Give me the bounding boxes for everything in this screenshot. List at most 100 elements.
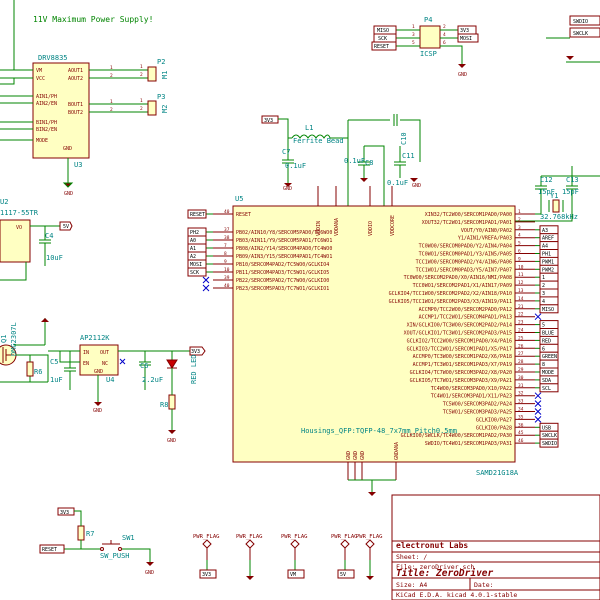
title-date: Date: bbox=[474, 581, 494, 589]
u5-right-pin-name: XIN32/TC2WO0/SERCOM1PAD0/PA00 bbox=[425, 212, 512, 218]
p4-label-reset: RESET bbox=[371, 41, 397, 51]
title-block: electronut Labs Sheet: / File: zeroDrive… bbox=[391, 494, 600, 600]
u5-left-pin-num: 8 bbox=[224, 251, 227, 257]
pwr-flag-5[interactable]: PWR_FLAG bbox=[356, 534, 383, 580]
p2-pin1: 1 bbox=[140, 64, 143, 70]
capacitor-c7[interactable]: C7 0.1uF GND bbox=[282, 148, 306, 192]
svg-text:RED: RED bbox=[542, 338, 551, 344]
svg-text:A3: A3 bbox=[542, 228, 548, 234]
resistor-r6[interactable]: R6 bbox=[26, 361, 42, 377]
p4-icsp-header[interactable]: P4 ICSP 1 3 5 2 4 6 bbox=[396, 16, 463, 64]
u5-footprint: Housings_QFP:TQFP-48_7x7mm_Pitch0.5mm bbox=[301, 427, 457, 435]
title-kicad: KiCad E.D.A. kicad 4.0.1-stable bbox=[396, 591, 517, 599]
svg-text:GND: GND bbox=[283, 186, 292, 192]
u5-gnd-pin: GND bbox=[353, 451, 359, 460]
p2-connector[interactable]: P2 M1 1 2 bbox=[89, 58, 169, 82]
svg-text:0.1uF: 0.1uF bbox=[387, 179, 408, 187]
u5-right-pin-num: 11 bbox=[518, 272, 524, 278]
svg-text:MODE: MODE bbox=[542, 370, 554, 376]
svg-text:1: 1 bbox=[542, 275, 545, 281]
mosfet-q1[interactable]: Q1 DMG2307L bbox=[0, 322, 18, 366]
u5-right-pin-num: 5 bbox=[518, 241, 521, 247]
u5-left-pin-num: 40 bbox=[224, 209, 230, 215]
net-5v-label: 5V bbox=[59, 221, 73, 231]
resistor-r7[interactable]: R7 bbox=[77, 525, 94, 541]
u5-left-pin-name: RESET bbox=[236, 212, 251, 218]
net-label-6: 6 bbox=[539, 343, 559, 353]
u5-right-pin-name: XOUT/GCLKIO1/TC3WO1/SERCOM2PAD3/PA15 bbox=[404, 331, 512, 337]
capacitor-c12[interactable]: C12 15pF bbox=[535, 176, 555, 206]
svg-text:AREF: AREF bbox=[542, 236, 554, 242]
pushbutton-sw1[interactable]: SW1 SW_PUSH bbox=[100, 534, 135, 560]
pwr-flag-2[interactable]: PWR_FLAG bbox=[236, 534, 263, 580]
u5-right-pin-num: 12 bbox=[518, 280, 524, 286]
svg-text:3: 3 bbox=[542, 291, 545, 297]
u5-right-pin-num: 24 bbox=[518, 328, 524, 334]
p4-label-3v3: 3V3 bbox=[457, 25, 477, 35]
u5-right-pin-name: GCLKIO2/TCC2WO0/SERCOM1PAD0/X4/PA16 bbox=[407, 338, 512, 344]
pwr-flag-label: PWR_FLAG bbox=[193, 534, 220, 540]
svg-text:R8: R8 bbox=[160, 401, 168, 409]
u5-right-pin-name: ACCMP1/TCC2WO1/SERCOM4PAD1/PA13 bbox=[419, 315, 512, 321]
svg-text:SDA: SDA bbox=[542, 378, 551, 384]
net-label-scl: SCL bbox=[539, 383, 559, 393]
svg-text:RED LED: RED LED bbox=[190, 354, 198, 384]
svg-text:IN: IN bbox=[83, 350, 89, 356]
warning-note: 11V Maximum Power Supply! bbox=[33, 15, 153, 24]
drv8835-chip[interactable]: DRV8835 U3 GND VMVCCAIN1/PHAIN2/ENBIN1/P… bbox=[32, 54, 113, 169]
net-label-1: 1 bbox=[539, 272, 559, 282]
u5-right-pin-num: 36 bbox=[518, 422, 524, 428]
capacitor-c13[interactable]: C13 15pF bbox=[562, 176, 579, 206]
p3-body bbox=[147, 100, 157, 116]
crystal-y1[interactable]: Y1 32.768kHz bbox=[540, 192, 578, 221]
svg-text:USB: USB bbox=[542, 425, 551, 431]
net-label-reset: RESET bbox=[187, 209, 207, 219]
svg-text:3V3: 3V3 bbox=[264, 118, 273, 124]
svg-text:C12: C12 bbox=[540, 176, 553, 184]
capacitor-c11[interactable]: 0.1uF C11 GND bbox=[387, 152, 421, 189]
ldo-u4[interactable]: AP2112K U4 IN OUT EN NC GND bbox=[79, 334, 119, 384]
svg-text:MISO: MISO bbox=[377, 28, 389, 34]
drv-pin-num: 2 bbox=[110, 107, 113, 113]
svg-text:5V: 5V bbox=[63, 224, 69, 230]
u5-right-pin-name: GCLKIO0/PA27 bbox=[476, 417, 512, 423]
svg-text:MISO: MISO bbox=[542, 307, 554, 313]
net-label-green: GREEN bbox=[539, 351, 559, 361]
u5-right-pin-name: TC4WO1/SERCOM3PAD1/X11/PA23 bbox=[431, 394, 512, 400]
capacitor-c5[interactable]: C5 1uF bbox=[50, 358, 76, 390]
p2-side: M1 bbox=[161, 71, 169, 79]
u5-left-pin-name: PB09/AIN3/Y15/SERCOM4PAD1/TC4WO1 bbox=[236, 254, 332, 260]
u5-right-pin-name: TCC1WO1/SERCOM0PAD3/Y5/AIN7/PA07 bbox=[416, 267, 512, 273]
resistor-r8[interactable]: R8 bbox=[160, 394, 176, 410]
p3-connector[interactable]: P3 M2 1 2 bbox=[89, 93, 169, 116]
svg-text:U4: U4 bbox=[106, 376, 114, 384]
svg-text:Y1: Y1 bbox=[550, 192, 558, 200]
drv-pin-num: 2 bbox=[110, 73, 113, 79]
svg-text:VM: VM bbox=[290, 572, 296, 578]
capacitor-c6[interactable]: C6 2.2uF bbox=[139, 361, 163, 390]
svg-text:C8: C8 bbox=[365, 159, 373, 167]
u5-gnd-pin: GNDANA bbox=[394, 442, 400, 460]
label-swclk-top: SWCLK bbox=[569, 27, 600, 38]
svg-text:U2: U2 bbox=[0, 198, 8, 206]
u5-right-pin-num: 34 bbox=[518, 407, 524, 413]
p3-side: M2 bbox=[161, 105, 169, 113]
u5-right-pin-num: 4 bbox=[518, 233, 521, 239]
net-label-red: RED bbox=[539, 335, 559, 345]
capacitor-c10[interactable]: C10 bbox=[393, 114, 408, 145]
ferrite-bead-l1[interactable]: L1 Ferrite Bead bbox=[291, 124, 344, 145]
u5-left-pin-name: PB22/SERCOM5PAD2/TC7WO0/GCLKIO0 bbox=[236, 278, 329, 284]
svg-text:VO: VO bbox=[16, 225, 22, 231]
samd21-mcu[interactable]: U5 SAMD21G18A Housings_QFP:TQFP-48_7x7mm… bbox=[187, 186, 559, 496]
regulator-u2[interactable]: U2 1117-55TR VO bbox=[0, 198, 39, 263]
svg-text:PWM2: PWM2 bbox=[542, 267, 554, 273]
capacitor-c4[interactable]: C4 10uF bbox=[39, 232, 63, 262]
capacitor-c8[interactable]: C8 0.1uF bbox=[344, 146, 373, 182]
drv8835-value: DRV8835 bbox=[38, 54, 68, 62]
svg-text:6: 6 bbox=[542, 346, 545, 352]
p4-label-sck: SCK bbox=[373, 33, 397, 43]
pwr-flag-label: PWR_FLAG bbox=[356, 534, 383, 540]
